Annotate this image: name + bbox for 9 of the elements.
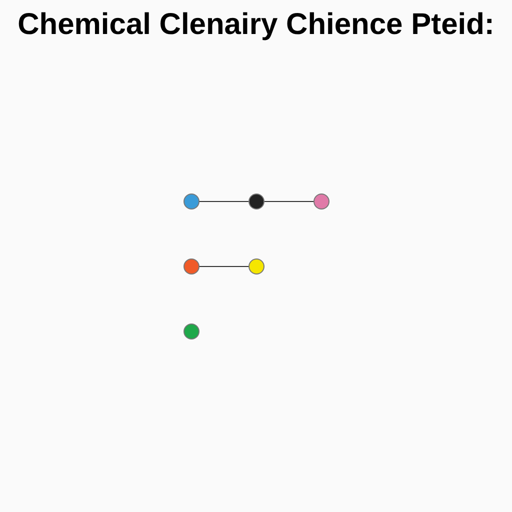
node-circle [183, 193, 199, 209]
node-circle [313, 193, 329, 209]
title: Chemical Clenairy Chience Pteid: [16, 8, 496, 42]
connector [263, 200, 314, 202]
node-circle [248, 193, 264, 209]
node-circle [183, 258, 199, 274]
node-circle [183, 323, 199, 339]
connector [198, 200, 249, 202]
node-circle [248, 258, 264, 274]
